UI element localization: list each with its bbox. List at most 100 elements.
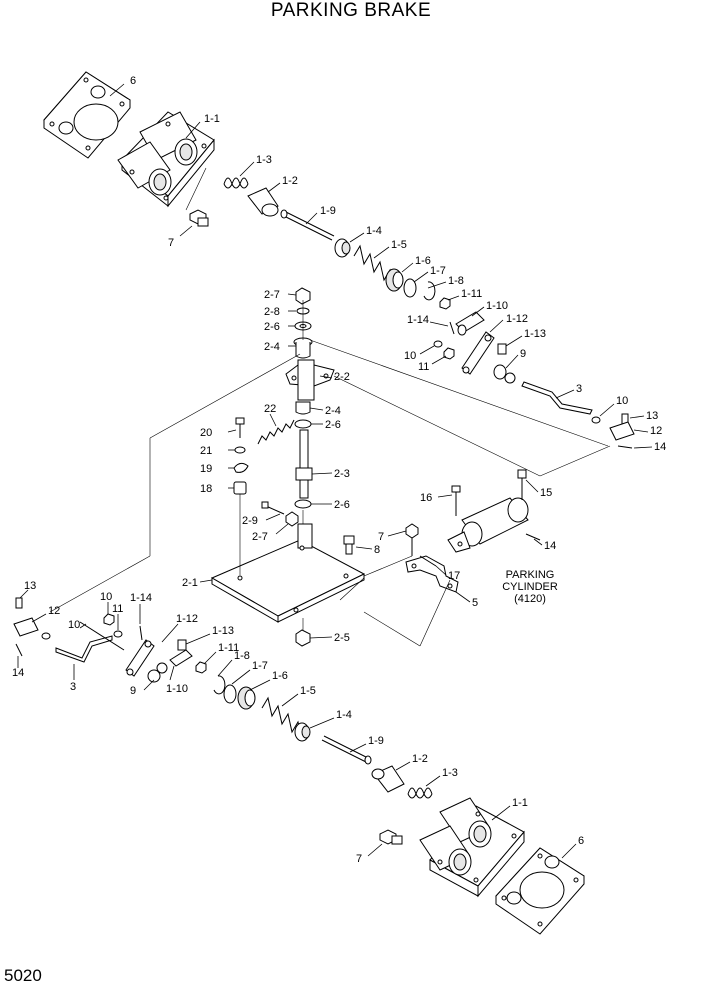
rod-10-lower <box>79 621 125 651</box>
callout: 20 <box>200 427 212 439</box>
rod-3-lower <box>55 635 113 663</box>
callout: 2-9 <box>242 515 258 527</box>
callout: 2-6 <box>325 419 341 431</box>
lever-2-2 <box>285 359 335 401</box>
callout: 22 <box>264 403 276 415</box>
callout: 3 <box>576 383 582 395</box>
cylinder-note-line3: (4120) <box>514 593 546 605</box>
callout: 6 <box>578 835 584 847</box>
nut-1-11-upper <box>439 297 451 310</box>
parking-cylinder-note: PARKING CYLINDER (4120) <box>502 569 558 605</box>
nut-11-upper <box>443 347 455 360</box>
callout: 9 <box>520 348 526 360</box>
piston-1-2-upper <box>247 187 279 217</box>
reference-lines <box>49 167 611 647</box>
callout: 2-7 <box>264 289 280 301</box>
callout: 1-5 <box>391 239 407 251</box>
clevis-12-upper <box>609 421 635 441</box>
callout: 1-7 <box>430 265 446 277</box>
nut-2-5 <box>295 629 311 647</box>
page-number: 5020 <box>4 966 42 985</box>
callout: 10 <box>100 591 112 603</box>
screw-13-lower <box>15 597 23 609</box>
callout: 14 <box>544 540 556 552</box>
callout: 21 <box>200 445 212 457</box>
pin-1-14-upper <box>449 321 455 335</box>
knob-9-lower <box>147 662 168 683</box>
callout: 10 <box>68 619 80 631</box>
rod-1-9-upper <box>280 209 335 241</box>
clevis-1-10-upper <box>455 311 485 336</box>
callout: 1-8 <box>448 275 464 287</box>
callout: 3 <box>70 681 76 693</box>
base-plate-2-1 <box>210 523 366 623</box>
pin-1-14-lower <box>139 625 143 641</box>
nut-2-7-top <box>295 287 311 305</box>
callout: 2-7 <box>252 531 268 543</box>
parking-cylinder-assembly <box>343 469 541 593</box>
cylinder-note-line2: CYLINDER <box>502 581 558 593</box>
pin-14-cyl <box>525 533 541 541</box>
nut-1-11-lower <box>195 661 207 674</box>
callout: 2-6 <box>334 499 350 511</box>
callout: 2-5 <box>334 632 350 644</box>
bolt-20 <box>235 417 245 438</box>
callout: 1-6 <box>272 670 288 682</box>
rod-1-9-lower <box>321 735 372 765</box>
callout: 14 <box>12 667 24 679</box>
washer-2-6-mid <box>294 419 312 429</box>
callout: 1-13 <box>212 625 234 637</box>
pin-15 <box>517 469 527 500</box>
callout: 7 <box>378 531 384 543</box>
callout: 18 <box>200 483 212 495</box>
spacer-18 <box>233 481 247 495</box>
callout: 1-4 <box>336 709 352 721</box>
gasket-lower <box>495 847 585 935</box>
callout: 2-3 <box>334 468 350 480</box>
washer-10-lower-left <box>41 632 51 640</box>
callout: 1-1 <box>512 797 528 809</box>
callout: 2-4 <box>325 405 341 417</box>
callout: 1-5 <box>300 685 316 697</box>
pin-1-13-upper <box>497 343 507 355</box>
leader-lines <box>17 83 653 859</box>
bolt-lower <box>379 829 403 845</box>
callout: 1-11 <box>461 288 482 300</box>
callout: 15 <box>540 487 552 499</box>
pin-1-13-lower <box>177 639 187 651</box>
callout: 1-6 <box>415 255 431 267</box>
bolt-8 <box>343 535 355 555</box>
callout: 1-3 <box>442 767 458 779</box>
callout: 1-14 <box>407 314 429 326</box>
callout: 1-11 <box>218 642 239 654</box>
washer-11-lower <box>113 630 123 638</box>
plate-19 <box>233 462 249 473</box>
callout: 2-8 <box>264 306 280 318</box>
bushing-2-4-mid <box>295 401 311 415</box>
nut-2-7-low <box>285 511 299 527</box>
spring-22 <box>257 419 295 445</box>
washer-2-6-low <box>294 499 312 509</box>
lever-1-12-upper <box>461 331 495 375</box>
knob-9-upper <box>493 364 516 384</box>
callout: 11 <box>112 603 123 615</box>
callout: 1-13 <box>524 328 546 340</box>
collar-1-4-lower <box>294 722 311 742</box>
collar-1-4-upper <box>334 238 351 258</box>
callout: 9 <box>130 685 136 697</box>
callout: 2-1 <box>182 577 198 589</box>
cylinder-note-line1: PARKING <box>506 569 555 581</box>
upper-valve-assembly <box>43 71 635 449</box>
callout: 1-2 <box>282 175 298 187</box>
o-ring-1-7-upper <box>403 278 417 298</box>
bolt-7-mid <box>405 523 419 556</box>
pin-14-lower <box>15 643 23 657</box>
washer-21 <box>234 446 246 454</box>
callout: 1-9 <box>320 205 336 217</box>
callout: 1-12 <box>506 313 528 325</box>
clevis-1-10-lower <box>169 649 193 667</box>
callout: 2-6 <box>264 321 280 333</box>
callout: 1-14 <box>130 592 152 604</box>
callout: 1-10 <box>486 300 508 312</box>
